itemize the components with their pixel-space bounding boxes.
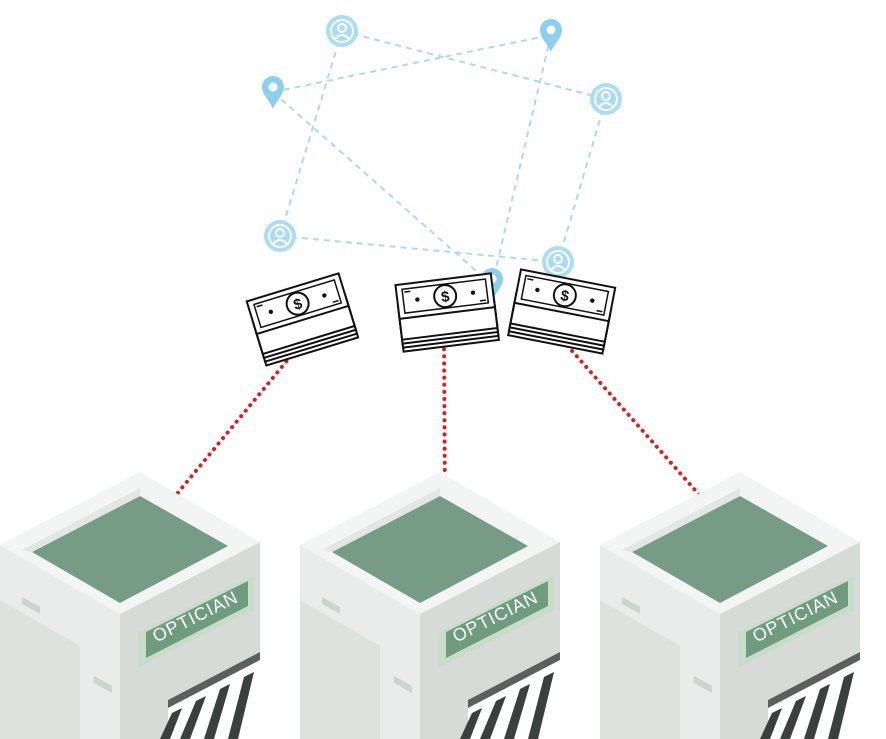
network-link [272,91,493,286]
cash-stack-icon [395,273,498,351]
network-link [279,235,559,263]
cash-stack-icon [247,273,358,365]
user-circle-icon [264,220,296,252]
network-link [279,30,343,237]
network-link [341,30,607,100]
map-pin-icon [262,76,284,109]
optician-shop: OPTICIAN [0,472,260,739]
money-flow-line [160,343,302,514]
user-circle-icon [542,246,574,278]
money-flow-line [556,333,712,509]
optician-shop: OPTICIAN [300,472,560,739]
map-pin-icon [540,19,562,52]
cash-stack-icon [508,269,615,353]
network-link [557,98,607,263]
user-circle-icon [326,15,358,47]
user-circle-icon [590,83,622,115]
customer-network [262,15,622,301]
optician-shop: OPTICIAN [600,472,860,739]
network-link [491,34,552,286]
network-link [272,34,552,93]
